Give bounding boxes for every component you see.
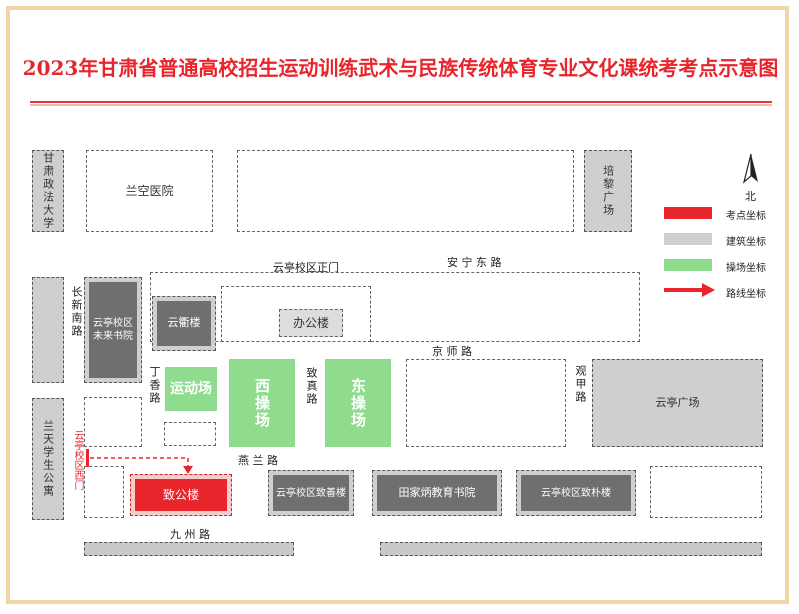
- building-weilai-academy: 云亭校区未来书院: [84, 277, 142, 383]
- road-west-gate: 云亭校区西门: [72, 430, 83, 490]
- road-jingshi: 京 师 路: [432, 345, 472, 358]
- map-frame: [6, 6, 789, 604]
- building-zhishan-label: 云亭校区致善楼: [273, 475, 349, 511]
- legend-exam-site-swatch: [664, 207, 712, 219]
- building-weilai-academy-label: 云亭校区未来书院: [89, 282, 137, 378]
- road-guanfu: 观甲路: [574, 365, 587, 404]
- building-tianjiabing: 田家炳教育书院: [372, 470, 502, 516]
- building-small-west-2: [84, 466, 124, 518]
- building-small-east: [650, 466, 762, 518]
- title-rule: [30, 101, 772, 103]
- building-lanzhou-apartment: 兰天学生公寓: [32, 398, 64, 520]
- building-small-west: [84, 397, 142, 447]
- building-tianjiabing-label: 田家炳教育书院: [377, 475, 497, 511]
- building-left-strip: [32, 277, 64, 383]
- building-zhigong-label: 致公楼: [135, 479, 227, 511]
- legend-exam-site-label: 考点坐标: [726, 211, 766, 222]
- building-zhishan: 云亭校区致善楼: [268, 470, 354, 516]
- north-arrow-icon: [742, 153, 758, 184]
- field-sports: 运动场: [165, 367, 217, 411]
- north-label: 北: [745, 190, 756, 203]
- road-zhizhen: 致真路: [305, 367, 318, 406]
- building-yunqiao: 云衢楼: [152, 296, 216, 351]
- field-east: 东操场: [325, 359, 391, 447]
- road-strip-east: [380, 542, 762, 556]
- building-office: 办公楼: [279, 309, 343, 337]
- legend-building-label: 建筑坐标: [726, 237, 766, 248]
- building-unnamed-top: [237, 150, 574, 232]
- map-title: 2023年甘肃省普通高校招生运动训练武术与民族传统体育专业文化课统考考点示意图: [22, 56, 779, 80]
- building-zhipu: 云亭校区致朴楼: [516, 470, 636, 516]
- road-jiuzhou: 九 州 路: [170, 528, 210, 541]
- building-lanzhou-hospital: 兰空医院: [86, 150, 213, 232]
- road-anning-east: 安 宁 东 路: [447, 256, 502, 269]
- road-dingxiang: 丁香路: [148, 366, 161, 405]
- building-peili-square: 培黎广场: [584, 150, 632, 232]
- building-small-left: [164, 422, 216, 446]
- road-strip-west: [84, 542, 294, 556]
- building-zhipu-label: 云亭校区致朴楼: [521, 475, 631, 511]
- building-zhigong-exam-site: 致公楼: [130, 474, 232, 516]
- legend-building-swatch: [664, 233, 712, 245]
- building-unnamed-mid: [406, 359, 566, 447]
- west-gate-marker: [86, 449, 89, 467]
- road-yanlan: 燕 兰 路: [238, 454, 278, 467]
- legend-field-label: 操场坐标: [726, 263, 766, 274]
- building-yunqiao-label: 云衢楼: [157, 301, 211, 346]
- building-yunting-square: 云亭广场: [592, 359, 763, 447]
- legend-route-arrow-icon: [664, 283, 715, 297]
- legend-field-swatch: [664, 259, 712, 271]
- building-gansu-law: 甘肃政法大学: [32, 150, 64, 232]
- legend-route-label: 路线坐标: [726, 289, 766, 300]
- road-changxin-south: 长新南路: [70, 286, 83, 338]
- route-arrow-icon: [90, 457, 193, 474]
- field-west: 西操场: [229, 359, 295, 447]
- road-main-gate: 云亭校区正门: [273, 261, 339, 274]
- campus-north-strip: [150, 272, 640, 342]
